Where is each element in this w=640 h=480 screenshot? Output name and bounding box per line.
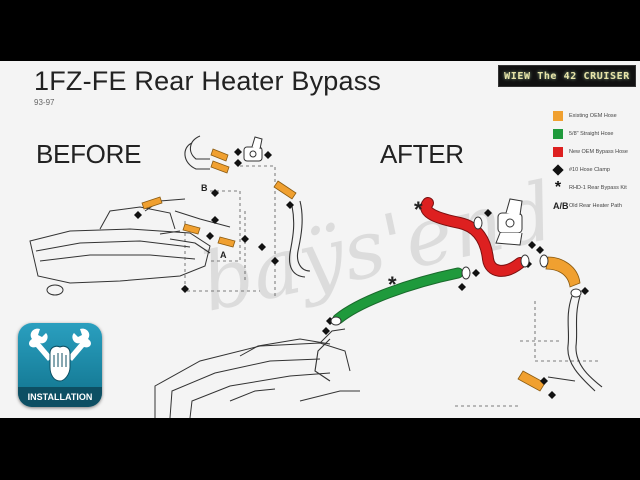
- after-valve: [495, 198, 523, 246]
- letterbox-bottom: [0, 418, 640, 480]
- after-dashed-paths: [455, 301, 600, 407]
- watermark: baÿs'end: [193, 164, 562, 329]
- after-label: AFTER: [380, 139, 464, 169]
- slide-subtitle: 93-97: [34, 98, 55, 107]
- legend-item-old-path: A/B Old Rear Heater Path: [553, 197, 637, 215]
- slide: 1FZ-FE Rear Heater Bypass 93-97 BEFORE A…: [0, 61, 640, 418]
- asterisk-icon: *: [554, 179, 562, 196]
- after-orange-hoses: [517, 256, 581, 392]
- letterbox-top: [0, 0, 640, 61]
- installation-label: INSTALLATION: [18, 387, 102, 407]
- green-square-icon: [553, 129, 563, 139]
- legend-item-bypass-hose: New OEM Bypass Hose: [553, 143, 637, 161]
- red-square-icon: [553, 147, 563, 157]
- legend-item-hose-clamp: #10 Hose Clamp: [552, 161, 637, 179]
- after-green-hose: [333, 268, 463, 324]
- ab-symbol: A/B: [553, 201, 569, 211]
- legend-label: New OEM Bypass Hose: [569, 149, 628, 155]
- legend-label: RHD-1 Rear Bypass Kit: [569, 185, 627, 191]
- legend-label: Old Rear Heater Path: [569, 203, 622, 209]
- legend-label: 5/8" Straight Hose: [569, 131, 614, 137]
- legend: Existing OEM Hose 5/8" Straight Hose New…: [552, 107, 637, 215]
- legend-item-bypass-kit: * RHD-1 Rear Bypass Kit: [553, 179, 637, 197]
- legend-item-existing-hose: Existing OEM Hose: [553, 107, 637, 125]
- after-pipes: [314, 295, 603, 392]
- asterisk-red: *: [414, 197, 423, 222]
- channel-brand: WIEW The 42 CRUISER: [498, 65, 636, 87]
- installation-badge[interactable]: INSTALLATION: [18, 323, 102, 407]
- before-dashed-paths: [184, 165, 276, 296]
- orange-square-icon: [553, 111, 563, 121]
- after-engine-outline: [154, 328, 360, 418]
- after-red-hose: [421, 198, 525, 276]
- before-hoses: [141, 148, 297, 248]
- legend-item-straight-hose: 5/8" Straight Hose: [553, 125, 637, 143]
- asterisk-green: *: [388, 272, 397, 297]
- before-engine-outline: [29, 198, 231, 296]
- label-b: B: [201, 183, 208, 193]
- before-pipes: [159, 135, 311, 278]
- diamond-icon: [552, 164, 564, 176]
- before-valve: [243, 136, 263, 162]
- after-clamp-rings: [330, 216, 582, 326]
- wrench-hand-icon: [29, 328, 91, 382]
- legend-label: Existing OEM Hose: [569, 113, 617, 119]
- label-a: A: [220, 250, 227, 260]
- before-label: BEFORE: [36, 139, 142, 169]
- legend-label: #10 Hose Clamp: [569, 167, 610, 173]
- slide-title: 1FZ-FE Rear Heater Bypass: [34, 66, 382, 96]
- before-clamps: [134, 148, 294, 293]
- hose-diagram: baÿs'end: [29, 135, 603, 418]
